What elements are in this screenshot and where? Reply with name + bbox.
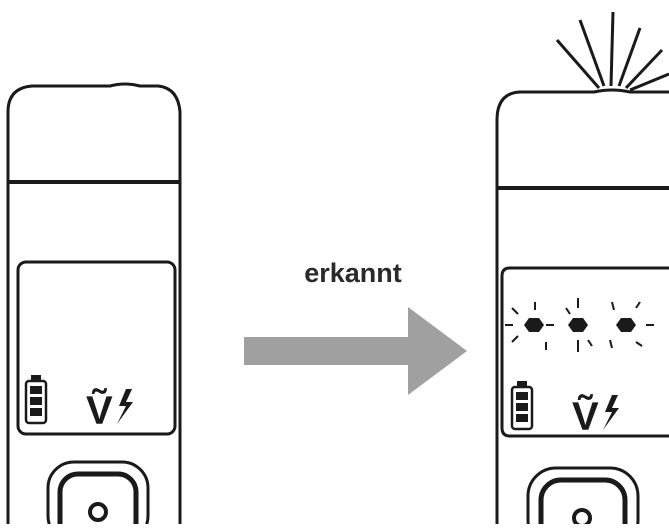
led-dot-2 — [568, 318, 588, 332]
led-flash-2 — [565, 298, 593, 352]
tester-left-body — [6, 82, 182, 529]
arrow-label: erkannt — [304, 258, 402, 288]
battery-icon-right — [510, 381, 534, 431]
tester-right-body — [495, 88, 669, 529]
led-dot-3 — [616, 318, 636, 332]
led-flash-3 — [609, 301, 654, 349]
led-indicators — [505, 298, 654, 352]
tester-left-button — [46, 460, 150, 529]
tester-left — [6, 82, 182, 529]
glow-rays — [555, 11, 669, 92]
battery-icon-left — [24, 375, 48, 425]
led-dot-1 — [524, 318, 544, 332]
tester-right-button — [526, 466, 640, 529]
voltage-symbol-left: Ṽ — [86, 387, 113, 433]
voltage-symbol-right: Ṽ — [572, 393, 599, 439]
led-flash-1 — [505, 302, 554, 350]
lightning-icon-right — [603, 395, 619, 430]
tester-left-display — [16, 260, 177, 436]
lightning-icon-left — [117, 389, 133, 424]
transition-arrow — [244, 307, 467, 395]
tester-right — [495, 11, 669, 529]
tester-right-display — [500, 266, 669, 438]
